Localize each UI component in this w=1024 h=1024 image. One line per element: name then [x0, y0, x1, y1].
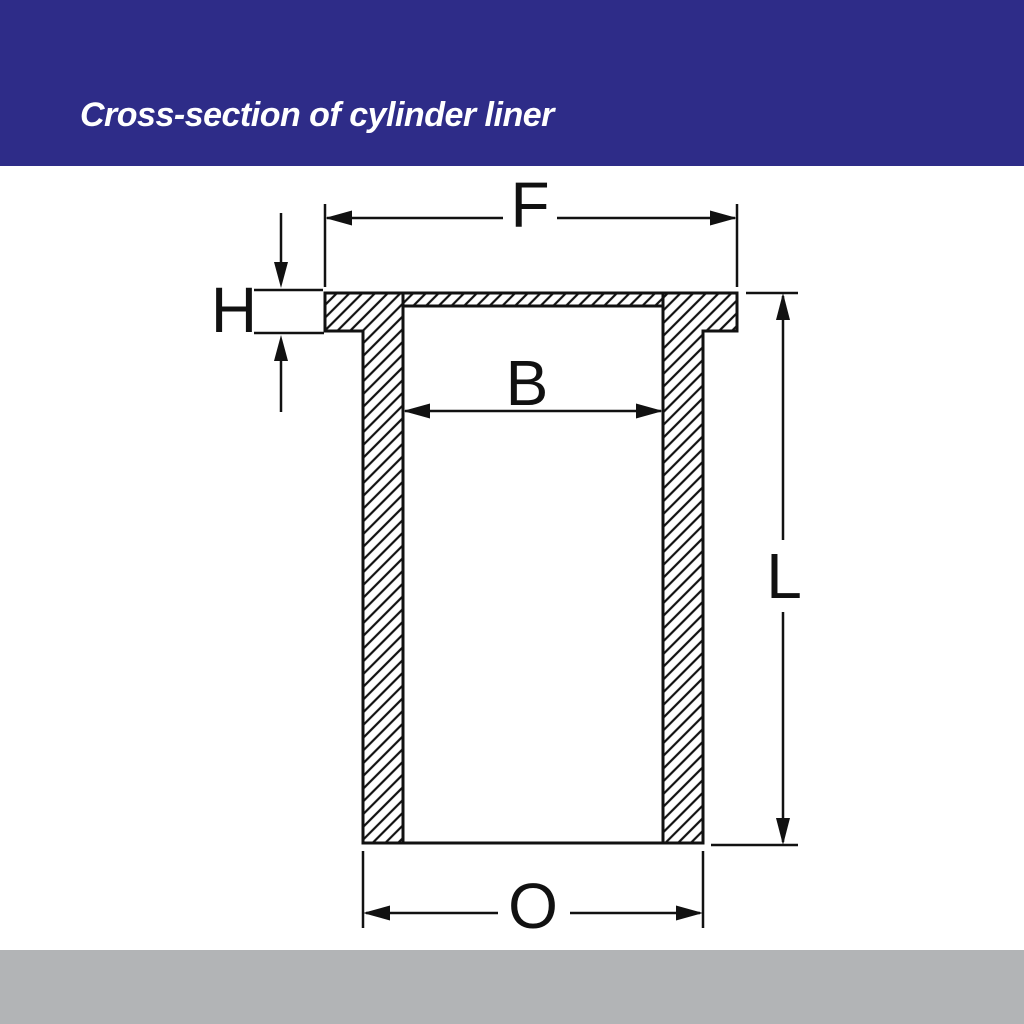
liner-left-wall-section [323, 291, 405, 845]
footer-band [0, 950, 1024, 1024]
arrowhead-right-icon [636, 403, 663, 419]
liner-right-wall-section [661, 291, 739, 845]
dimension-b: B [403, 347, 663, 419]
dimension-l: L [711, 291, 802, 847]
arrowhead-left-icon [403, 403, 430, 419]
dimension-label-b: B [506, 347, 549, 419]
arrowhead-up-icon [776, 293, 790, 320]
arrowhead-down-icon [274, 262, 288, 288]
arrowhead-down-icon [776, 818, 790, 845]
dimension-label-f: F [510, 169, 549, 241]
arrowhead-up-icon [274, 335, 288, 361]
dimension-label-h: H [211, 274, 257, 346]
liner-section [323, 291, 739, 845]
liner-top-rim-section [401, 291, 665, 308]
dimension-o: O [361, 851, 705, 942]
page-title: Cross-section of cylinder liner [80, 96, 554, 134]
dimension-f: F [323, 169, 739, 287]
dimension-h: H [211, 213, 324, 412]
header-band: Cross-section of cylinder liner [0, 0, 1024, 166]
arrowhead-left-icon [325, 210, 352, 226]
dimension-label-o: O [508, 870, 558, 942]
arrowhead-right-icon [710, 210, 737, 226]
arrowhead-left-icon [363, 905, 390, 921]
dimension-label-l: L [766, 540, 802, 612]
arrowhead-right-icon [676, 905, 703, 921]
